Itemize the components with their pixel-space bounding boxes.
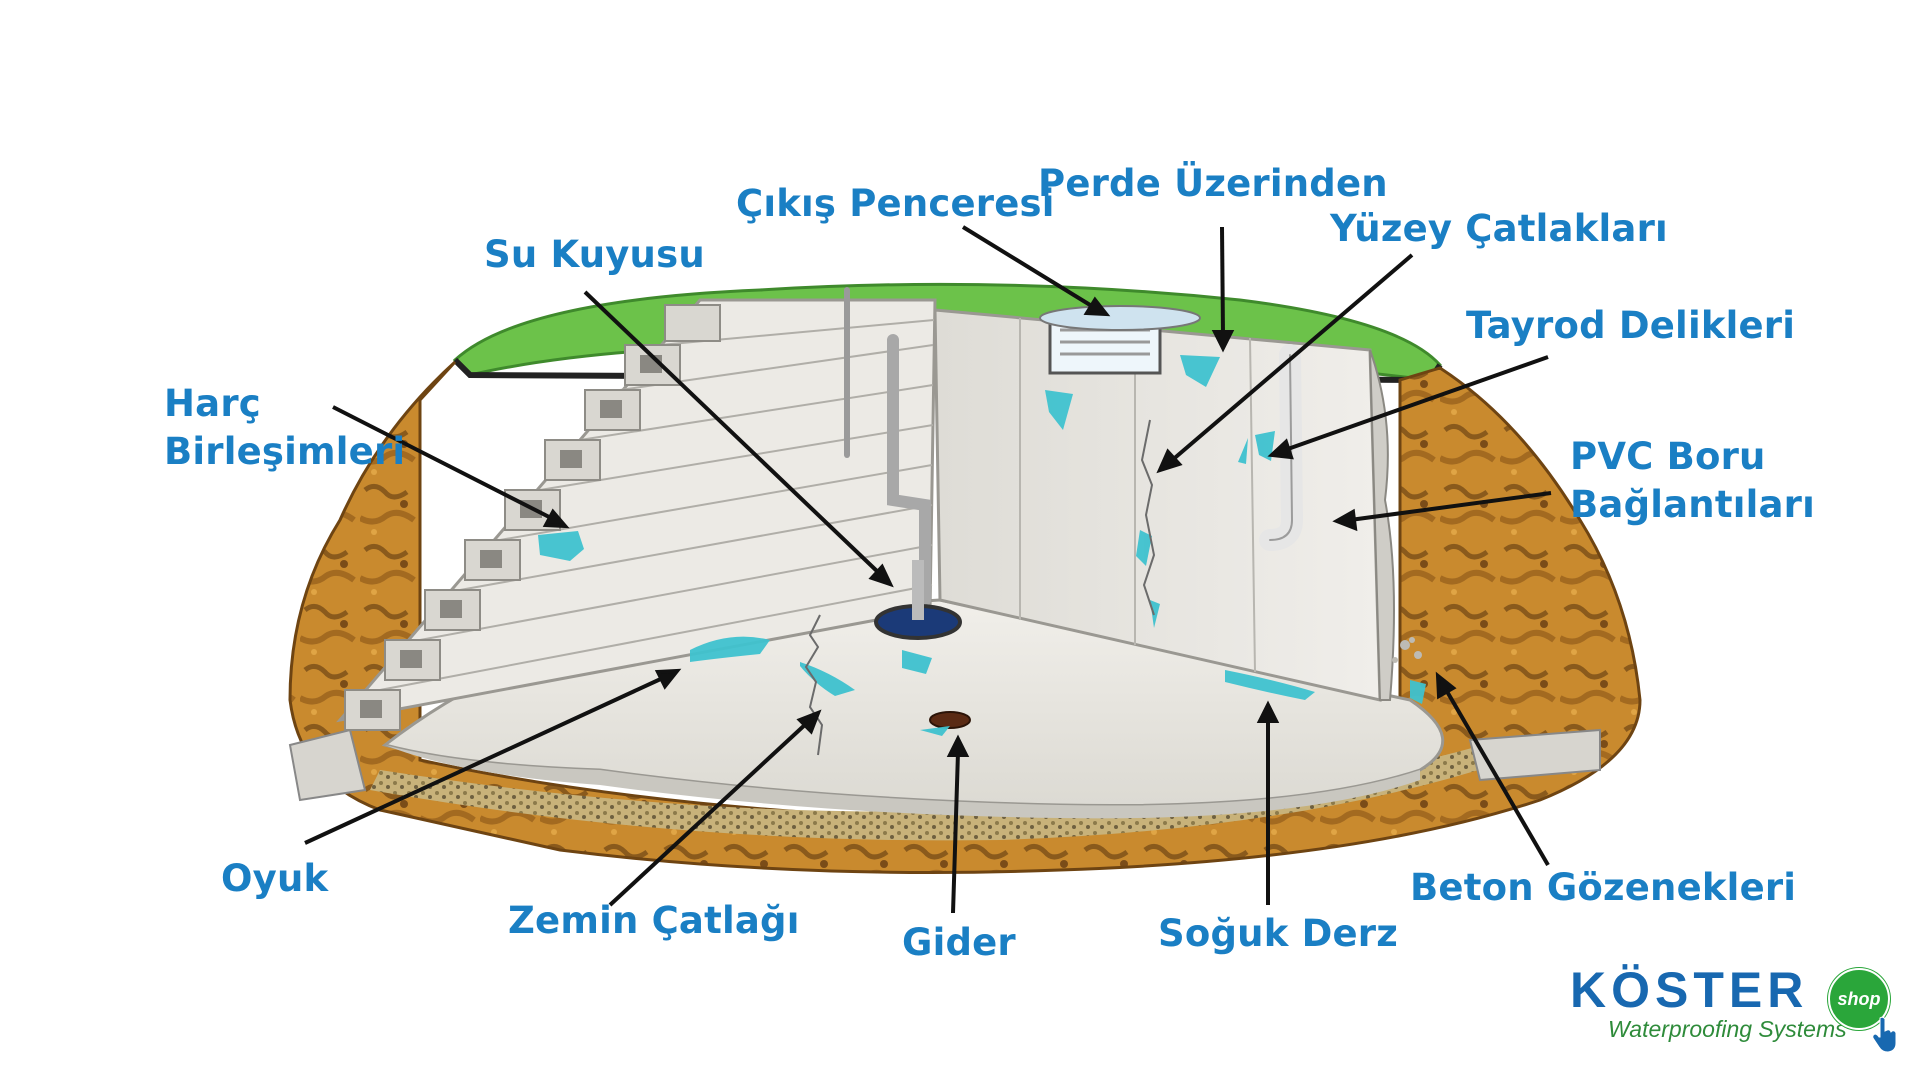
label-zemin-catlagi: Zemin Çatlağı xyxy=(508,899,800,942)
logo-wordmark: KÖSTER xyxy=(1570,962,1809,1018)
pipes xyxy=(844,287,1304,606)
logo-tagline: Waterproofing Systems xyxy=(1608,1016,1847,1042)
label-tayrod-delikleri: Tayrod Delikleri xyxy=(1466,304,1796,347)
label-beton-gozenekleri: Beton Gözenekleri xyxy=(1410,866,1797,909)
koster-shop-logo[interactable]: KÖSTER Waterproofing Systems shop xyxy=(1560,958,1900,1068)
footing-right xyxy=(1468,728,1601,782)
label-gider: Gider xyxy=(902,921,1016,964)
label-oyuk: Oyuk xyxy=(221,857,329,900)
cracks xyxy=(804,419,1156,756)
concrete-pores xyxy=(1392,637,1422,663)
label-pvc-boru-baglantilari: PVC Boru Bağlantıları xyxy=(1570,435,1815,526)
label-soguk-derz: Soğuk Derz xyxy=(1158,912,1398,955)
label-yuzey-catlaklari: Yüzey Çatlakları xyxy=(1330,207,1668,250)
floor-drain xyxy=(929,711,971,729)
label-cikis-penceresi: Çıkış Penceresi xyxy=(736,182,1055,225)
pointer-hand-icon xyxy=(1872,1016,1897,1052)
label-su-kuyusu: Su Kuyusu xyxy=(484,233,705,276)
footing-left xyxy=(288,728,367,802)
label-perde-uzerinden: Perde Üzerinden xyxy=(1038,162,1388,205)
sump-pit xyxy=(874,560,962,640)
annotation-arrows xyxy=(304,225,1552,914)
water-leaks xyxy=(538,355,1426,736)
label-harc-birlesimleri: Harç Birleşimleri xyxy=(164,382,406,473)
gravel-layer xyxy=(370,740,1510,841)
egress-window xyxy=(1039,305,1201,375)
